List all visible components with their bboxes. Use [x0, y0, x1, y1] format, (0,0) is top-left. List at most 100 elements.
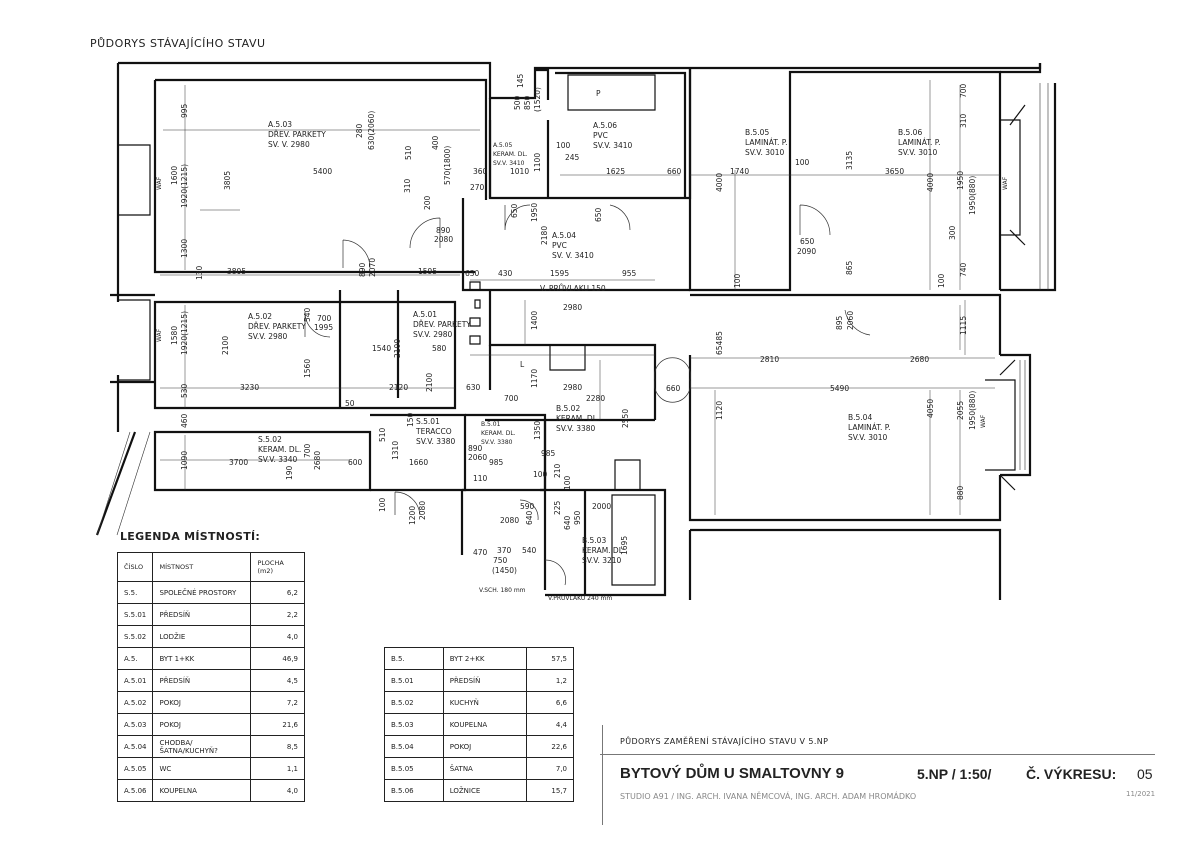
cell-code: A.5.03	[116, 713, 154, 736]
dim-label: 360	[473, 167, 488, 176]
dim-label: 3230	[240, 383, 259, 392]
dim-label: 1595	[550, 269, 569, 278]
dim-label: 470	[473, 548, 488, 557]
room-code-a505: A.5.05	[493, 142, 512, 149]
dim-label: 2060	[846, 311, 855, 330]
dim-label: 370	[497, 546, 512, 555]
cell-area: 6,6	[525, 691, 575, 714]
dim-label: V.PRŮVLAKU 240 mm	[548, 595, 612, 602]
dim-label: 1950(880)	[968, 176, 977, 215]
waf-marker: WAF	[980, 414, 987, 428]
cell-name: KUCHYŇ	[442, 691, 527, 714]
waf-marker: WAF	[1002, 176, 1009, 190]
cell-area: 4,5	[250, 669, 305, 692]
cell-area: 8,5	[250, 735, 305, 758]
dim-label: 200	[423, 195, 432, 210]
dim-label: 1200	[408, 506, 417, 525]
dim-label: 3650	[885, 167, 904, 176]
room-floor-a505: KERAM. DL.	[493, 151, 528, 158]
dim-label: 3805	[223, 171, 232, 190]
cell-code: B.5.03	[384, 713, 444, 736]
dim-label: 600	[348, 458, 363, 467]
dim-label: 1400	[530, 311, 539, 330]
dim-label: 1170	[530, 369, 539, 388]
col-header-area: PLOCHA (m2)	[250, 552, 305, 582]
dim-label: 1950	[530, 203, 539, 222]
dim-label: 1660	[409, 458, 428, 467]
cell-code: A.5.04	[116, 735, 154, 758]
dim-label: 2000	[592, 502, 611, 511]
dim-label: 100	[937, 273, 946, 288]
dim-label: 985	[489, 458, 504, 467]
dim-label: 1115	[959, 316, 968, 335]
dim-label: 700	[504, 394, 519, 403]
room-code-a502: A.5.02	[248, 312, 272, 321]
cell-name: KOUPELNA	[152, 779, 252, 802]
dim-label: 1300	[180, 239, 189, 258]
dim-label: 270	[470, 183, 485, 192]
room-code-s502: S.5.02	[258, 435, 282, 444]
dim-label: 660	[666, 384, 681, 393]
dim-label: 210	[553, 463, 562, 478]
room-code-a504: A.5.04	[552, 231, 576, 240]
dim-label: 100	[378, 497, 387, 512]
drawing-number-label: Č. VÝKRESU:	[1026, 766, 1117, 782]
room-floor-b506: LAMINÁT. P.	[898, 138, 941, 147]
dim-label: 985	[541, 449, 556, 458]
dim-label: 100	[795, 158, 810, 167]
cell-name: WC	[152, 757, 252, 780]
window-details	[96, 74, 1049, 586]
room-code-a501: A.5.01	[413, 310, 437, 319]
cell-name: POKOJ	[152, 691, 252, 714]
room-floor-a502: DŘEV. PARKETY	[248, 322, 306, 331]
cell-area: 2,2	[250, 603, 305, 626]
dim-label: 4000	[715, 173, 724, 192]
dim-label: 570(1800)	[443, 146, 452, 185]
dim-label: 530	[180, 383, 189, 398]
room-code-b506: B.5.06	[898, 128, 922, 137]
room-code-b502: B.5.02	[556, 404, 580, 413]
dim-label: 2080	[418, 501, 427, 520]
room-height-s501: SV.V. 3380	[416, 437, 456, 446]
dim-label: 2060	[468, 453, 487, 462]
dim-label: 995	[180, 103, 189, 118]
dim-label: 100	[533, 470, 548, 479]
legend-table-a: ČÍSLO MÍSTNOST PLOCHA (m2) S.5.SPOLEČNÉ …	[116, 552, 305, 802]
room-floor-s501: TERACCO	[415, 427, 452, 436]
dim-label: 650	[594, 207, 603, 222]
dim-label: 650	[800, 237, 815, 246]
dim-label: 300	[948, 225, 957, 240]
cell-name: BYT 1+KK	[152, 647, 252, 670]
dim-label: 100	[733, 273, 742, 288]
room-code-a503: A.5.03	[268, 120, 292, 129]
cell-code: A.5.05	[116, 757, 154, 780]
cell-area: 7,0	[525, 757, 575, 780]
cell-area: 22,6	[525, 735, 575, 758]
dim-label: V.SCH. 180 mm	[479, 587, 526, 594]
walls	[95, 61, 1057, 600]
room-floor-b502: KERAM. DL.	[556, 414, 599, 423]
dim-label: 110	[473, 474, 488, 483]
dim-label: 510	[378, 427, 387, 442]
room-height-a505: SV.V. 3410	[493, 160, 525, 167]
dim-label: 700	[303, 443, 312, 458]
dim-label: 400	[431, 135, 440, 150]
dim-label: 5490	[830, 384, 849, 393]
dim-label: 750	[493, 556, 508, 565]
room-height-a503: SV. V. 2980	[268, 140, 310, 149]
cell-name: KOUPELNA	[442, 713, 527, 736]
dim-label: 880	[956, 485, 965, 500]
dim-label: 1600	[170, 166, 179, 185]
cell-area: 4,0	[250, 625, 305, 648]
drawing-number: 05	[1137, 766, 1153, 782]
cell-code: A.5.06	[116, 779, 154, 802]
cell-code: A.5.02	[116, 691, 154, 714]
cell-code: B.5.05	[384, 757, 444, 780]
